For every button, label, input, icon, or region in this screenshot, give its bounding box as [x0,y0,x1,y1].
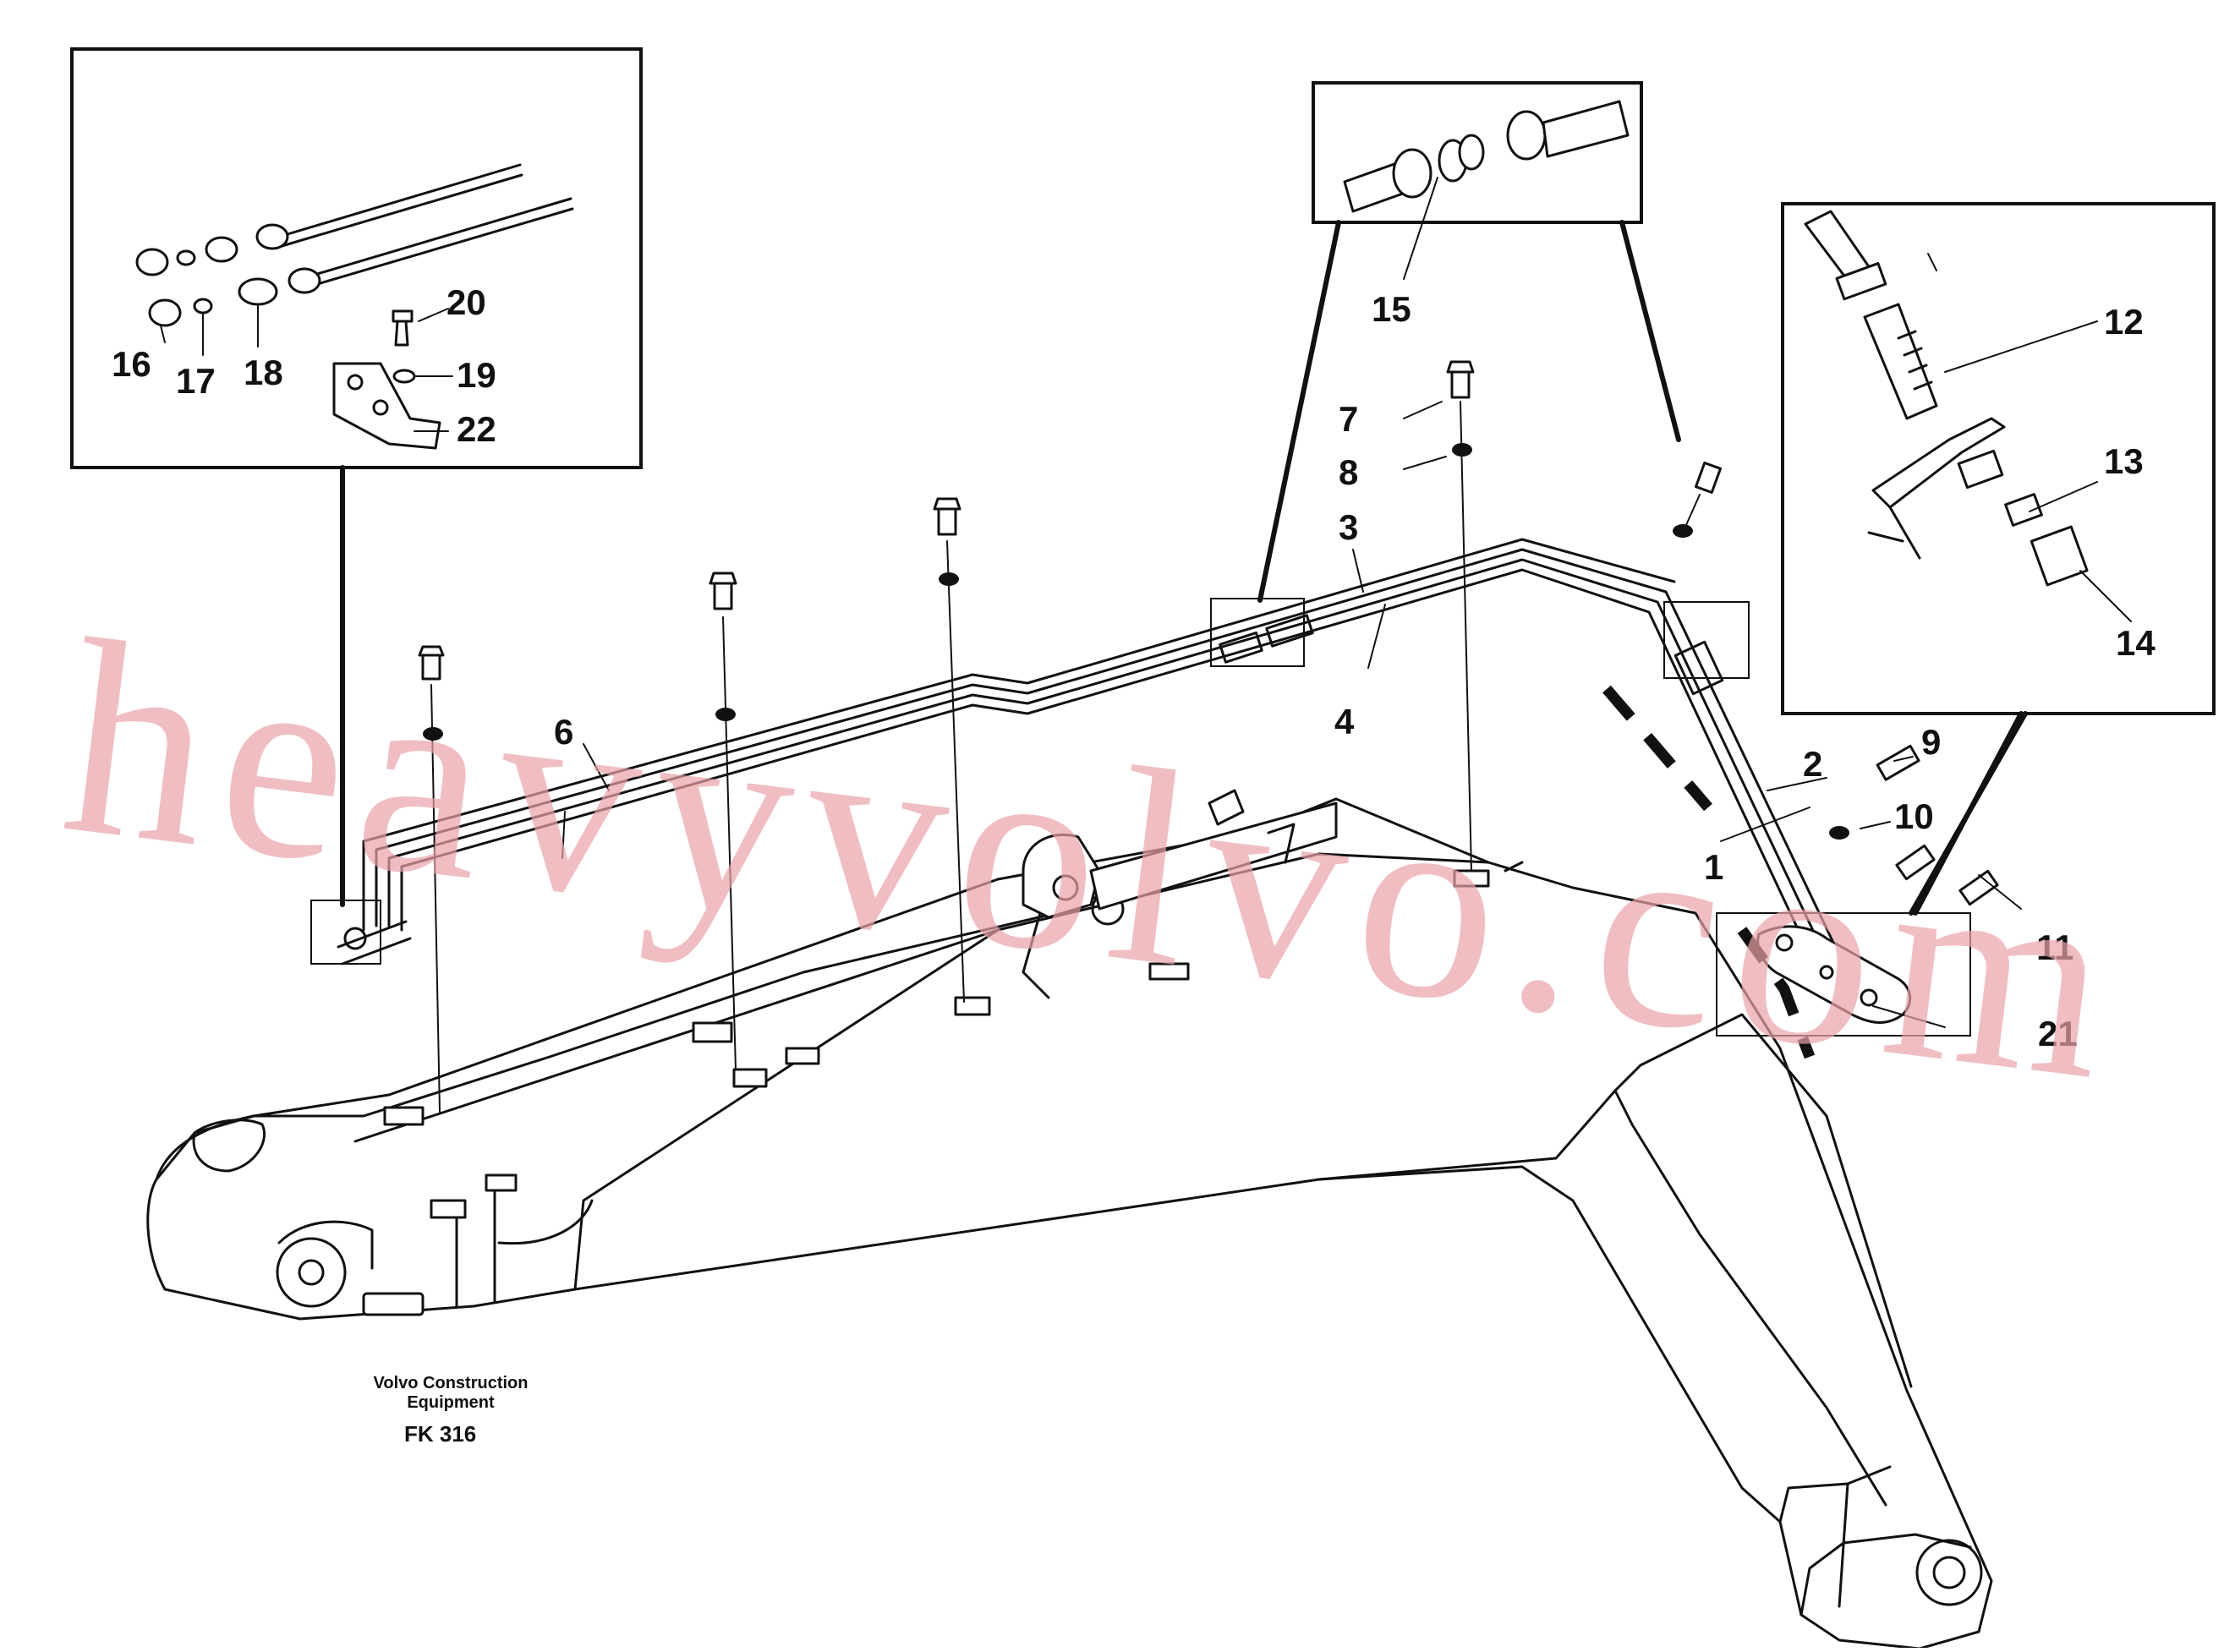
part-label-19: 18 [244,353,283,392]
part-label-6: 6 [554,712,573,752]
pipe-lines [337,538,1845,974]
part-label-12: 21 [2038,1014,2078,1053]
leader-lines [561,401,2022,1028]
part-labels: 16 17 18 20 19 22 15 7 8 3 4 6 12 13 14 … [112,282,2156,1053]
part-label-20: 19 [457,355,496,395]
part-label-8: 8 [1339,452,1358,492]
part-label-1: 1 [1704,847,1723,887]
part-label-15: 14 [2116,623,2156,663]
inset-coupling-center [1257,81,1681,603]
part-label-18: 17 [176,361,216,401]
part-label-11: 11 [2036,927,2073,967]
part-label-13: 12 [2104,302,2144,342]
bolt-assemblies [418,360,1999,1113]
inset-fitting-right [1781,202,2216,916]
caption-company: Volvo Construction [374,1374,529,1392]
caption-figure-code: FK 316 [404,1421,476,1447]
hose-dashed [1602,685,1816,1059]
part-label-9: 9 [1921,722,1941,762]
part-label-16: 15 [1372,289,1411,329]
inset-fittings-left [70,47,643,907]
part-label-4: 4 [1334,702,1355,741]
part-label-10: 10 [1894,796,1934,836]
caption-block: Volvo Construction Equipment FK 316 [374,1374,529,1447]
part-label-22: 22 [457,409,496,449]
part-label-2: 2 [1803,744,1822,784]
part-label-21: 20 [446,282,486,322]
part-label-17: 16 [112,344,151,384]
caption-company-sub: Equipment [407,1393,495,1412]
detail-frames [310,598,1971,1037]
boom-structure [146,789,1993,1650]
part-label-14: 13 [2104,441,2144,481]
part-label-3: 3 [1339,507,1358,547]
part-label-7: 7 [1339,399,1358,439]
